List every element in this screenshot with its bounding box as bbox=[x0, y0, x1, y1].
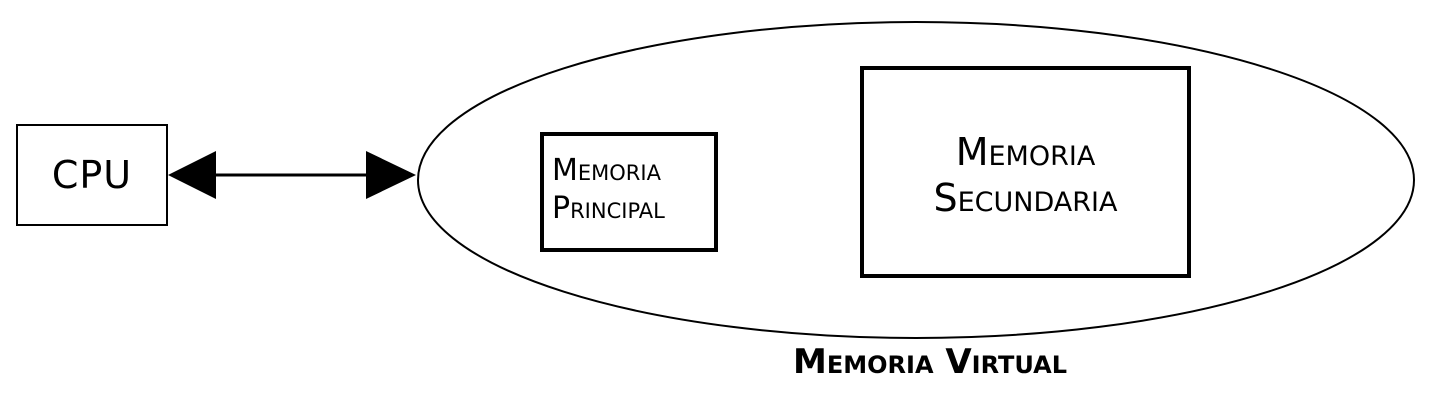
main-memory-box: Memoria Principal bbox=[540, 132, 718, 252]
arrowhead-right-icon bbox=[366, 151, 416, 199]
secondary-memory-box: Memoria Secundaria bbox=[860, 66, 1191, 278]
secondary-memory-label-line2: Secundaria bbox=[933, 175, 1118, 220]
virtual-memory-caption: Memoria Virtual bbox=[793, 342, 1067, 382]
arrowhead-left-icon bbox=[168, 151, 216, 199]
virtual-memory-ellipse bbox=[417, 21, 1415, 339]
cpu-label: CPU bbox=[51, 153, 133, 197]
cpu-box: CPU bbox=[16, 124, 168, 226]
main-memory-label-line1: Memoria bbox=[552, 153, 661, 188]
secondary-memory-label-line1: Memoria bbox=[955, 130, 1096, 174]
main-memory-label-line2: Principal bbox=[552, 190, 665, 226]
